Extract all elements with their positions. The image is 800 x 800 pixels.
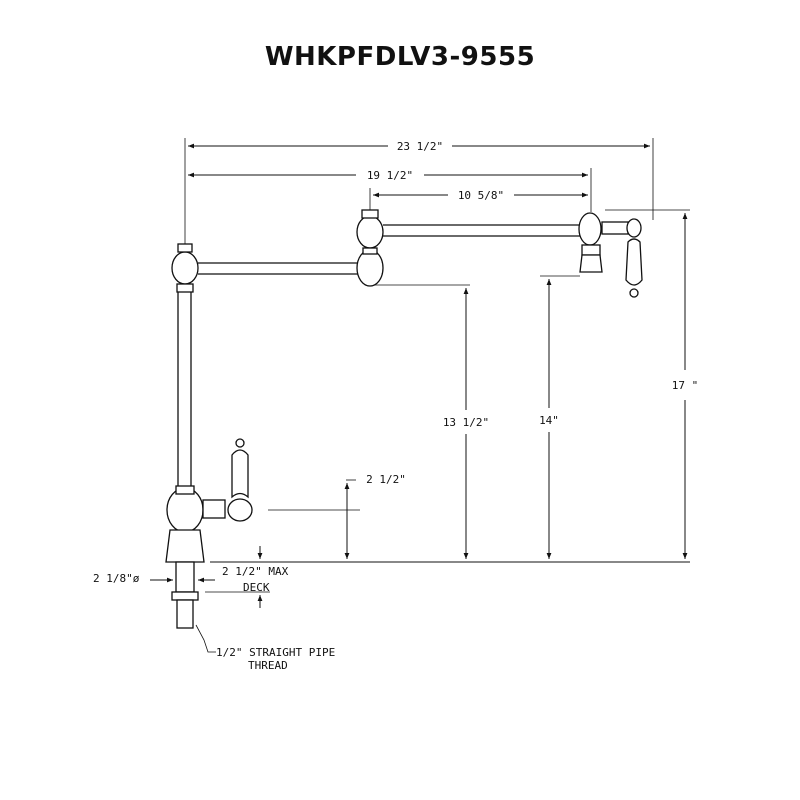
dim-deck-thickness: 2 1/2" MAX — [222, 565, 289, 578]
dim-spout-height: 14" — [539, 414, 559, 427]
product-title: WHKPFDLV3-9555 — [264, 42, 536, 72]
dim-handle-height: 2 1/2" — [366, 473, 406, 486]
faucet-drawing — [165, 209, 643, 629]
dim-deck-label: DECK — [243, 581, 270, 594]
dim-arm-reach: 19 1/2" — [367, 169, 413, 182]
dim-total-height: 17 " — [672, 379, 699, 392]
pipe-thread-label-line2: THREAD — [248, 659, 288, 672]
dim-arm-height: 13 1/2" — [443, 416, 489, 429]
pipe-thread-label-line1: 1/2" STRAIGHT PIPE — [216, 646, 335, 659]
dim-hole-diameter: 2 1/8"ø — [93, 572, 140, 585]
dim-overall-reach: 23 1/2" — [397, 140, 443, 153]
dim-second-arm: 10 5/8" — [458, 189, 504, 202]
